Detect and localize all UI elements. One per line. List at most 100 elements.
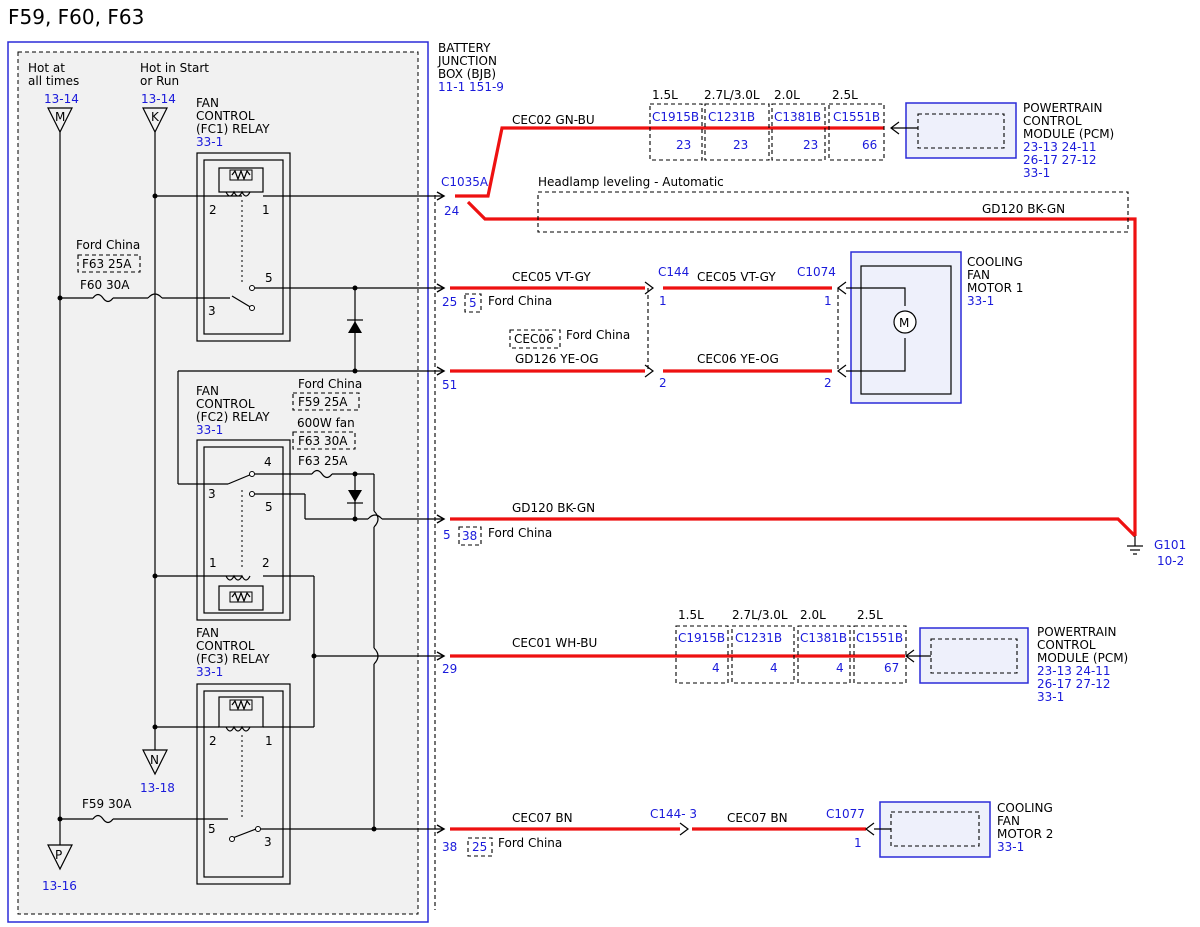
svg-text:C1915B: C1915B <box>652 110 699 124</box>
hot-all-ref: 13-14 <box>44 92 79 106</box>
svg-text:MODULE (PCM): MODULE (PCM) <box>1023 127 1114 141</box>
label-cec02: CEC02 GN-BU <box>512 113 595 127</box>
connector-c1077: C1077 <box>826 807 865 821</box>
svg-text:1: 1 <box>854 836 862 850</box>
svg-text:4: 4 <box>836 661 844 675</box>
svg-text:Ford China: Ford China <box>566 328 630 342</box>
svg-text:33-1: 33-1 <box>1037 690 1064 704</box>
pcm-bottom-label: POWERTRAIN CONTROL MODULE (PCM) 23-13 24… <box>1037 625 1128 704</box>
svg-text:1: 1 <box>262 203 270 217</box>
fc2-relay: FAN CONTROL (FC2) RELAY 33-1 <box>196 384 291 621</box>
svg-text:25: 25 <box>472 840 487 854</box>
ground-g101: G101 <box>1154 538 1186 552</box>
label-cec07-b: CEC07 BN <box>727 811 788 825</box>
svg-text:5: 5 <box>265 271 273 285</box>
svg-text:C1231B: C1231B <box>735 631 782 645</box>
fuse-f59-30a: F59 30A <box>82 797 132 811</box>
svg-text:POWERTRAIN: POWERTRAIN <box>1037 625 1117 639</box>
svg-text:5: 5 <box>208 822 216 836</box>
svg-text:25: 25 <box>442 295 457 309</box>
bjb-inner-box <box>17 51 419 915</box>
motor2-label: COOLING <box>997 801 1053 815</box>
svg-text:2.7L/3.0L: 2.7L/3.0L <box>732 608 788 622</box>
pcm-top-connectors: 1.5L 2.7L/3.0L 2.0L 2.5L C1915B C1231B C… <box>649 88 885 161</box>
svg-text:33-1: 33-1 <box>196 665 223 679</box>
svg-text:Ford China: Ford China <box>488 294 552 308</box>
pin-k-symbol <box>142 107 168 134</box>
svg-text:23: 23 <box>803 138 818 152</box>
fuse-f60-30a: F60 30A <box>80 278 130 292</box>
svg-text:66: 66 <box>862 138 877 152</box>
svg-text:1: 1 <box>824 294 832 308</box>
svg-text:24: 24 <box>444 204 459 218</box>
svg-text:2: 2 <box>209 734 217 748</box>
svg-text:(FC2) RELAY: (FC2) RELAY <box>196 410 270 424</box>
svg-text:C1381B: C1381B <box>774 110 821 124</box>
svg-text:CONTROL: CONTROL <box>1023 114 1082 128</box>
ground-icon <box>1127 536 1143 555</box>
svg-text:2.5L: 2.5L <box>857 608 883 622</box>
svg-text:4: 4 <box>770 661 778 675</box>
svg-text:26-17 27-12: 26-17 27-12 <box>1023 153 1097 167</box>
pin-m-label: M <box>55 110 65 124</box>
svg-text:CONTROL: CONTROL <box>1037 638 1096 652</box>
svg-text:4: 4 <box>264 455 272 469</box>
svg-text:1: 1 <box>265 734 273 748</box>
svg-text:MODULE (PCM): MODULE (PCM) <box>1037 651 1128 665</box>
svg-text:C1915B: C1915B <box>678 631 725 645</box>
pcm-top-label: POWERTRAIN CONTROL MODULE (PCM) 23-13 24… <box>1023 101 1114 180</box>
pcm-top-box <box>905 102 1017 159</box>
svg-text:1.5L: 1.5L <box>652 88 678 102</box>
diagram-title: F59, F60, F63 <box>8 5 144 29</box>
pin-p-ref: 13-16 <box>42 879 77 893</box>
svg-text:23: 23 <box>733 138 748 152</box>
svg-text:BOX (BJB): BOX (BJB) <box>438 67 496 81</box>
pin-m-symbol <box>47 107 73 134</box>
fuse-f63-30a: F63 30A <box>298 434 348 448</box>
hot-start-label: Hot in Start <box>140 61 209 75</box>
pcm-bottom-connectors: 1.5L 2.7L/3.0L 2.0L 2.5L C1915B C1231B C… <box>675 608 907 684</box>
label-headlamp: Headlamp leveling - Automatic <box>538 175 724 189</box>
svg-text:2.0L: 2.0L <box>774 88 800 102</box>
pin-n-symbol <box>142 749 168 776</box>
label-cec06-box: CEC06 <box>514 332 554 346</box>
svg-text:2: 2 <box>824 376 832 390</box>
svg-text:38: 38 <box>462 529 477 543</box>
svg-text:51: 51 <box>442 378 457 392</box>
svg-text:5: 5 <box>469 296 477 310</box>
svg-text:CONTROL: CONTROL <box>196 109 255 123</box>
hot-all-label: Hot at <box>28 61 65 75</box>
svg-text:FAN: FAN <box>196 384 219 398</box>
svg-text:1: 1 <box>209 556 217 570</box>
svg-text:2: 2 <box>262 556 270 570</box>
svg-text:M: M <box>899 316 909 330</box>
cooling-fan-motor-1: M <box>846 251 962 404</box>
svg-text:2: 2 <box>209 203 217 217</box>
fan-600w-label: 600W fan <box>297 416 355 430</box>
svg-text:33-1: 33-1 <box>196 423 223 437</box>
svg-text:2.7L/3.0L: 2.7L/3.0L <box>704 88 760 102</box>
svg-text:FAN: FAN <box>196 626 219 640</box>
svg-text:CONTROL: CONTROL <box>196 397 255 411</box>
headlamp-box <box>537 191 1129 233</box>
pin-n-ref: 13-18 <box>140 781 175 795</box>
cooling-fan-motor-2 <box>879 801 991 858</box>
svg-text:23-13 24-11: 23-13 24-11 <box>1037 664 1111 678</box>
svg-text:29: 29 <box>442 662 457 676</box>
svg-text:26-17 27-12: 26-17 27-12 <box>1037 677 1111 691</box>
svg-text:Ford China: Ford China <box>498 836 562 850</box>
fuse-f59-25a: F59 25A <box>298 395 348 409</box>
svg-text:67: 67 <box>884 661 899 675</box>
svg-text:38: 38 <box>442 840 457 854</box>
svg-text:3: 3 <box>208 304 216 318</box>
wire-gd120 <box>450 517 1137 538</box>
label-gd120-top: GD120 BK-GN <box>982 202 1065 216</box>
svg-text:MOTOR 2: MOTOR 2 <box>997 827 1053 841</box>
svg-text:23: 23 <box>676 138 691 152</box>
bjb-outer-box <box>7 41 429 923</box>
svg-text:23-13 24-11: 23-13 24-11 <box>1023 140 1097 154</box>
svg-text:POWERTRAIN: POWERTRAIN <box>1023 101 1103 115</box>
svg-text:(FC1) RELAY: (FC1) RELAY <box>196 122 270 136</box>
svg-text:all times: all times <box>28 74 79 88</box>
connector-c144: C144 <box>658 265 689 279</box>
